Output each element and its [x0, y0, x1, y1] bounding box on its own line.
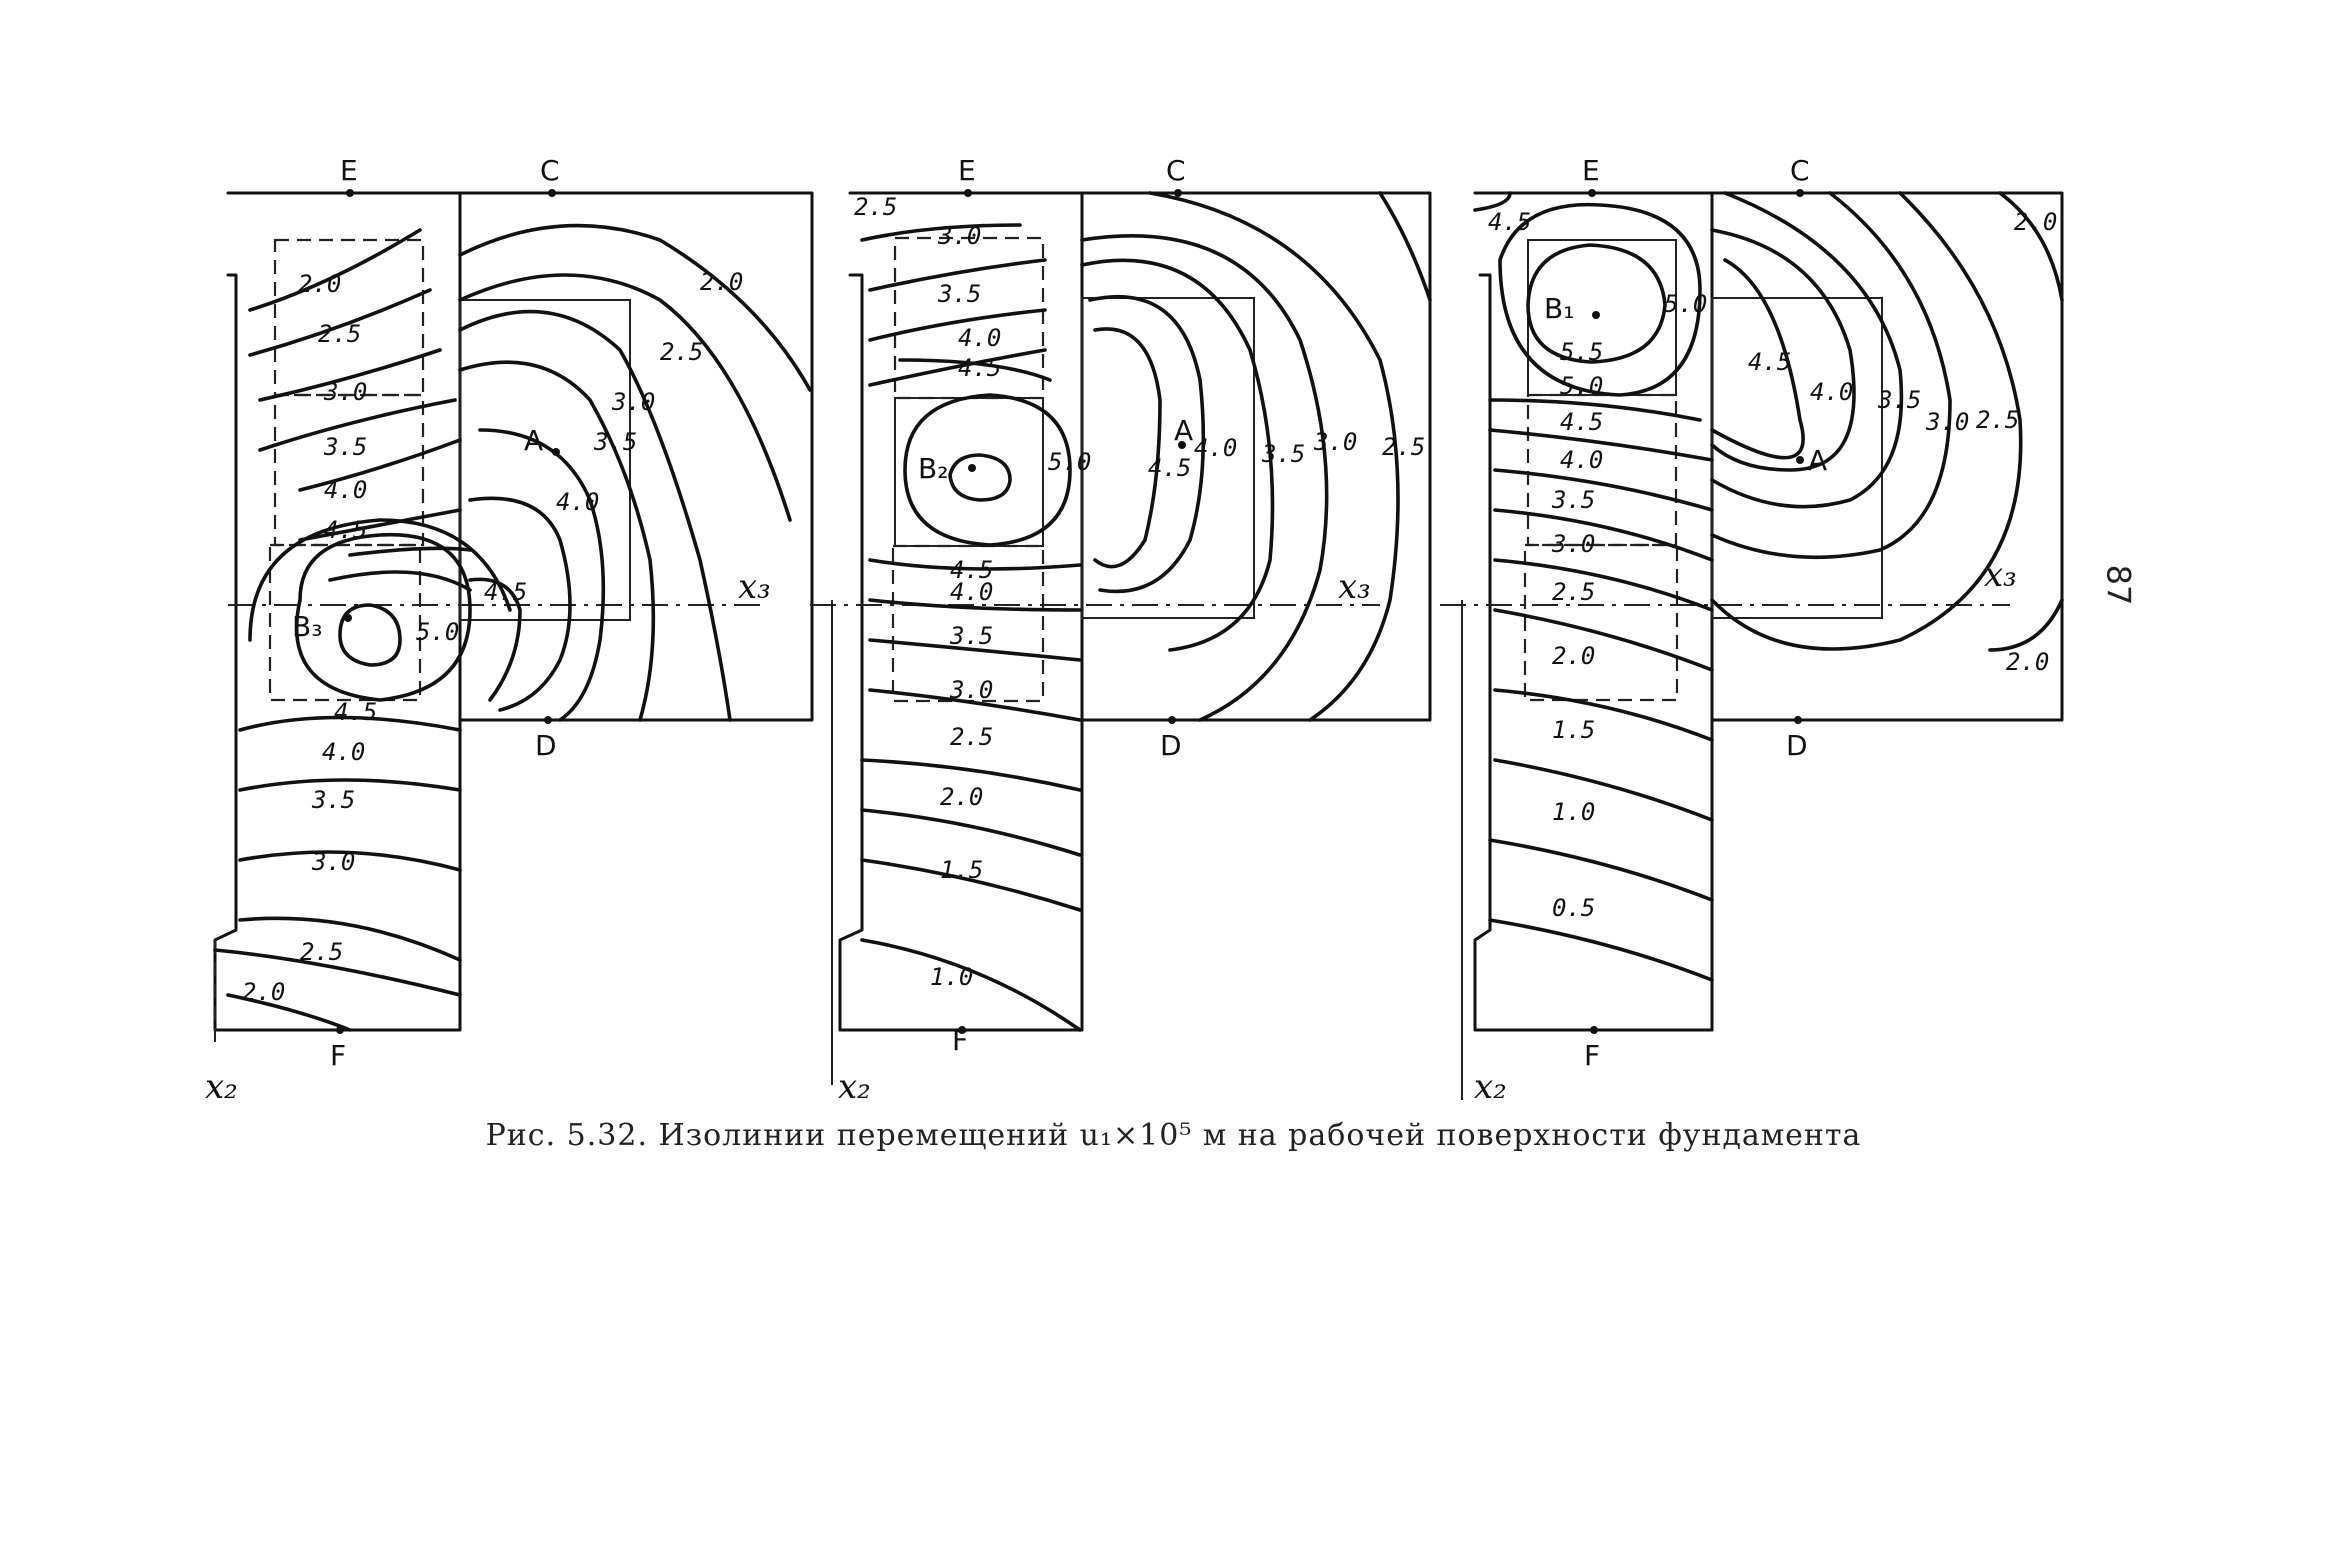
- figure-caption: Рис. 5.32. Изолинии перемещений u₁×10⁵ м…: [485, 1118, 1862, 1153]
- isoline-label: 4.5: [958, 354, 1001, 382]
- axis-label-x2: x₂: [1474, 1067, 1507, 1107]
- isoline-label: 5.5: [1560, 338, 1603, 366]
- isoline-label: 3.5: [311, 786, 355, 814]
- isolines: [213, 223, 812, 1032]
- isoline-label: 2.0: [2006, 648, 2049, 676]
- isoline-label: 3.0: [1925, 408, 1969, 436]
- isolines: [860, 191, 1432, 1032]
- isoline-label: 2.5: [950, 723, 993, 751]
- isoline-label: 1.5: [940, 856, 983, 884]
- isoline-label: 4.0: [556, 488, 599, 516]
- isoline-label: 5.0: [1664, 290, 1707, 318]
- isoline-label: 3.5: [949, 622, 993, 650]
- isoline-label: 3.0: [1551, 530, 1595, 558]
- point-label-C: C: [1166, 154, 1186, 187]
- panel-middle: 2.5 3.0 3.5 4.0 4.5 5.0 4.5 4.0 3.5 3.0 …: [810, 154, 1432, 1107]
- axis-label-x3: x₃: [1338, 567, 1371, 607]
- point-label-A: A: [1808, 444, 1827, 477]
- isoline-label: 3.0: [949, 676, 993, 704]
- isoline-label: 5.0: [416, 618, 459, 646]
- isoline-label: 5.0: [1560, 372, 1603, 400]
- isoline-label: 3.5: [1261, 440, 1305, 468]
- isoline-label: 4.5: [1148, 454, 1191, 482]
- center-label-B1: B₁: [1544, 292, 1574, 325]
- isoline-label: 3.5: [323, 433, 367, 461]
- isoline-label: 3.5: [593, 428, 637, 456]
- isoline-label: 2.0: [2014, 208, 2057, 236]
- point-label-C: C: [540, 154, 560, 187]
- panel-right: 4.5 5.0 5.5 5.0 4.5 4.0 3.5 3.0 2.5 2.0 …: [1440, 154, 2064, 1107]
- inner-rect: [1081, 297, 1255, 619]
- point-label-D: D: [1786, 729, 1808, 762]
- point-label-C: C: [1790, 154, 1810, 187]
- center-label-B2: B₂: [918, 452, 948, 485]
- isoline-label: 2.5: [854, 193, 897, 221]
- isoline-label: 4.5: [950, 556, 993, 584]
- isoline-label: 4.0: [958, 324, 1001, 352]
- isoline-label: 2.5: [1382, 433, 1425, 461]
- point-label-E: E: [958, 154, 976, 187]
- point-label-D: D: [1160, 729, 1182, 762]
- isoline-label: 2.5: [660, 338, 703, 366]
- isoline-label: 2.5: [1976, 406, 2019, 434]
- isoline-label: 4.0: [322, 738, 365, 766]
- isoline-label: 5.0: [1048, 448, 1091, 476]
- isoline-label: 2.0: [1552, 642, 1595, 670]
- page-number: 87: [2099, 564, 2138, 606]
- isoline-label: 4.5: [1488, 208, 1531, 236]
- isoline-label: 1.5: [1552, 716, 1595, 744]
- isolines: [1473, 191, 2064, 982]
- point-label-E: E: [340, 154, 358, 187]
- point-label-A: A: [1174, 414, 1193, 447]
- axis-label-x2: x₂: [838, 1067, 871, 1107]
- isoline-label: 2.5: [300, 938, 343, 966]
- point-label-A: A: [524, 424, 543, 457]
- isoline-label: 1.0: [930, 963, 973, 991]
- dashed-rect-lower: [1523, 543, 1679, 702]
- isoline-label: 4.5: [1560, 408, 1603, 436]
- dashed-rect-upper: [273, 238, 425, 397]
- isoline-label: 3.0: [937, 222, 981, 250]
- point-label-F: F: [952, 1024, 968, 1057]
- dashed-rect-bottom: [268, 543, 422, 702]
- inner-rect: [459, 299, 631, 621]
- isoline-label: 4.0: [1810, 378, 1853, 406]
- isoline-label: 2.0: [242, 978, 285, 1006]
- isoline-label: 4.0: [1560, 446, 1603, 474]
- inner-rect: [1711, 297, 1883, 619]
- dashed-rect-lower: [273, 393, 425, 547]
- isoline-label: 4.5: [1748, 348, 1791, 376]
- isoline-label: 4.5: [484, 578, 527, 606]
- isoline-label: 3.5: [937, 280, 981, 308]
- isoline-label: 3.0: [323, 378, 367, 406]
- isoline-label: 2.0: [940, 783, 983, 811]
- point-label-E: E: [1582, 154, 1600, 187]
- axis-label-x3: x₃: [1984, 555, 2017, 595]
- point-label-D: D: [535, 729, 557, 762]
- isoline-label: 4.0: [950, 578, 993, 606]
- isoline-label: 4.0: [324, 476, 367, 504]
- center-label-B3: B₃: [292, 610, 322, 643]
- axis-label-x3: x₃: [738, 567, 771, 607]
- isoline-label: 1.0: [1552, 798, 1595, 826]
- isoline-label: 3.5: [1877, 386, 1921, 414]
- isoline-label: 3.0: [311, 848, 355, 876]
- isoline-label: 3.0: [611, 388, 655, 416]
- isoline-label: 0.5: [1552, 894, 1595, 922]
- isoline-label: 4.0: [1194, 434, 1237, 462]
- isoline-label: 2.5: [318, 320, 361, 348]
- axis-label-x2: x₂: [205, 1067, 238, 1107]
- isoline-label: 2.0: [298, 270, 341, 298]
- point-label-F: F: [1584, 1039, 1600, 1072]
- foundation-outline: [838, 191, 1432, 1032]
- isoline-label: 4.5: [334, 698, 377, 726]
- panel-left: 2.0 2.5 3.0 3.5 4.0 4.5 5.0 4.5 4.0 3.5 …: [205, 154, 814, 1107]
- isoline-label: 3.0: [1313, 428, 1357, 456]
- point-label-F: F: [330, 1039, 346, 1072]
- isoline-label: 2.5: [1552, 578, 1595, 606]
- isoline-label: 3.5: [1551, 486, 1595, 514]
- isoline-label: 2.0: [700, 268, 743, 296]
- isoline-label: 4.5: [324, 516, 367, 544]
